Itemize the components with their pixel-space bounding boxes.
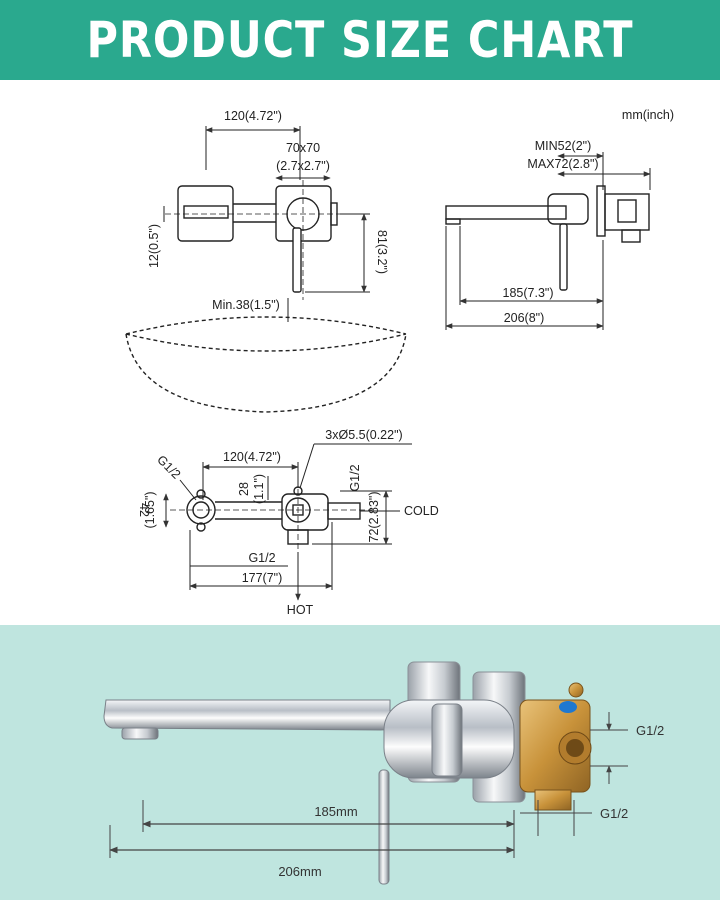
mounting-hole bbox=[196, 522, 206, 532]
basin-rim bbox=[125, 316, 407, 335]
product-illustration: 185mm 206mm G1/2 G1/2 bbox=[103, 661, 664, 885]
depth-min-label: MIN52(2") bbox=[535, 139, 592, 153]
thread-leader-line bbox=[179, 479, 197, 501]
bottom-thread-label: G1/2 bbox=[248, 551, 275, 565]
depth-max-label: MAX72(2.8") bbox=[527, 157, 598, 171]
hole-leader-line bbox=[299, 443, 315, 489]
mixer-ring bbox=[431, 703, 463, 777]
left-thread-label: G1/2 bbox=[154, 453, 183, 482]
handle-lever bbox=[378, 769, 390, 885]
offset-label: 28 bbox=[237, 482, 251, 496]
total-width-label: 177(7") bbox=[242, 571, 283, 585]
page-title: PRODUCT SIZE CHART bbox=[86, 11, 634, 69]
side-wall-plate bbox=[596, 185, 606, 237]
cold-indicator bbox=[559, 701, 577, 713]
spout-reach-label: 185(7.3") bbox=[503, 286, 554, 300]
side-handle bbox=[559, 223, 568, 291]
title-banner: PRODUCT SIZE CHART bbox=[0, 0, 720, 80]
valve-view-labels: 3xØ5.5(0.22") 120(4.72") G1/2 28 (1.1") … bbox=[137, 428, 439, 617]
aerator bbox=[121, 727, 159, 740]
body-height-label: 72(2.83") bbox=[367, 492, 381, 543]
spout-reach-label: 185mm bbox=[314, 804, 357, 819]
total-reach-label: 206mm bbox=[278, 864, 321, 879]
hot-label: HOT bbox=[287, 603, 314, 617]
valve-plate bbox=[275, 185, 332, 242]
spout-plate bbox=[177, 185, 234, 242]
thread-label-top: G1/2 bbox=[636, 723, 664, 738]
basin-rim bbox=[125, 333, 407, 352]
offset-label: (1.1") bbox=[252, 474, 266, 504]
mounting-lug bbox=[568, 682, 584, 698]
units-label: mm(inch) bbox=[622, 108, 674, 122]
brass-inlet-bore bbox=[566, 739, 584, 757]
side-aerator bbox=[445, 218, 461, 225]
side-inlet bbox=[621, 229, 641, 243]
product-photo-panel: 185mm 206mm G1/2 G1/2 bbox=[0, 625, 720, 900]
front-view-labels: 120(4.72") 70x70 (2.7x2.7") 12(0.5") 81(… bbox=[147, 109, 389, 312]
brass-inlet-bottom bbox=[534, 789, 572, 811]
basin-bowl bbox=[125, 333, 407, 413]
side-view-labels: mm(inch) MIN52(2") MAX72(2.8") 185(7.3")… bbox=[503, 108, 675, 325]
total-reach-label: 206(8") bbox=[504, 311, 545, 325]
side-spout bbox=[445, 205, 567, 220]
valve-view bbox=[163, 443, 412, 601]
height-label: (1.65") bbox=[143, 491, 157, 528]
spout bbox=[103, 699, 391, 731]
front-view bbox=[125, 126, 407, 413]
cold-label: COLD bbox=[404, 504, 439, 518]
side-inner-box bbox=[617, 199, 637, 223]
width-label: 120(4.72") bbox=[224, 109, 282, 123]
cold-inlet bbox=[327, 502, 361, 520]
spout-outline bbox=[183, 205, 229, 219]
basin-clearance-label: Min.38(1.5") bbox=[212, 298, 280, 312]
right-thread-label: G1/2 bbox=[348, 464, 362, 491]
plate-size-label: 70x70 bbox=[286, 141, 320, 155]
hole-size-label: 3xØ5.5(0.22") bbox=[325, 428, 402, 442]
technical-drawing: 120(4.72") 70x70 (2.7x2.7") 12(0.5") 81(… bbox=[125, 108, 675, 617]
height-label: 42 bbox=[137, 503, 151, 517]
plate-size-label: (2.7x2.7") bbox=[276, 159, 330, 173]
handle-length-label: 81(3.2") bbox=[375, 230, 389, 274]
mounting-hole bbox=[196, 489, 206, 499]
side-valve-body bbox=[547, 193, 589, 225]
spout-height-label: 12(0.5") bbox=[147, 224, 161, 268]
handle-lever bbox=[292, 227, 302, 293]
side-view bbox=[445, 152, 651, 330]
thread-label-bottom: G1/2 bbox=[600, 806, 628, 821]
spacing-label: 120(4.72") bbox=[223, 450, 281, 464]
valve-body bbox=[281, 493, 329, 531]
